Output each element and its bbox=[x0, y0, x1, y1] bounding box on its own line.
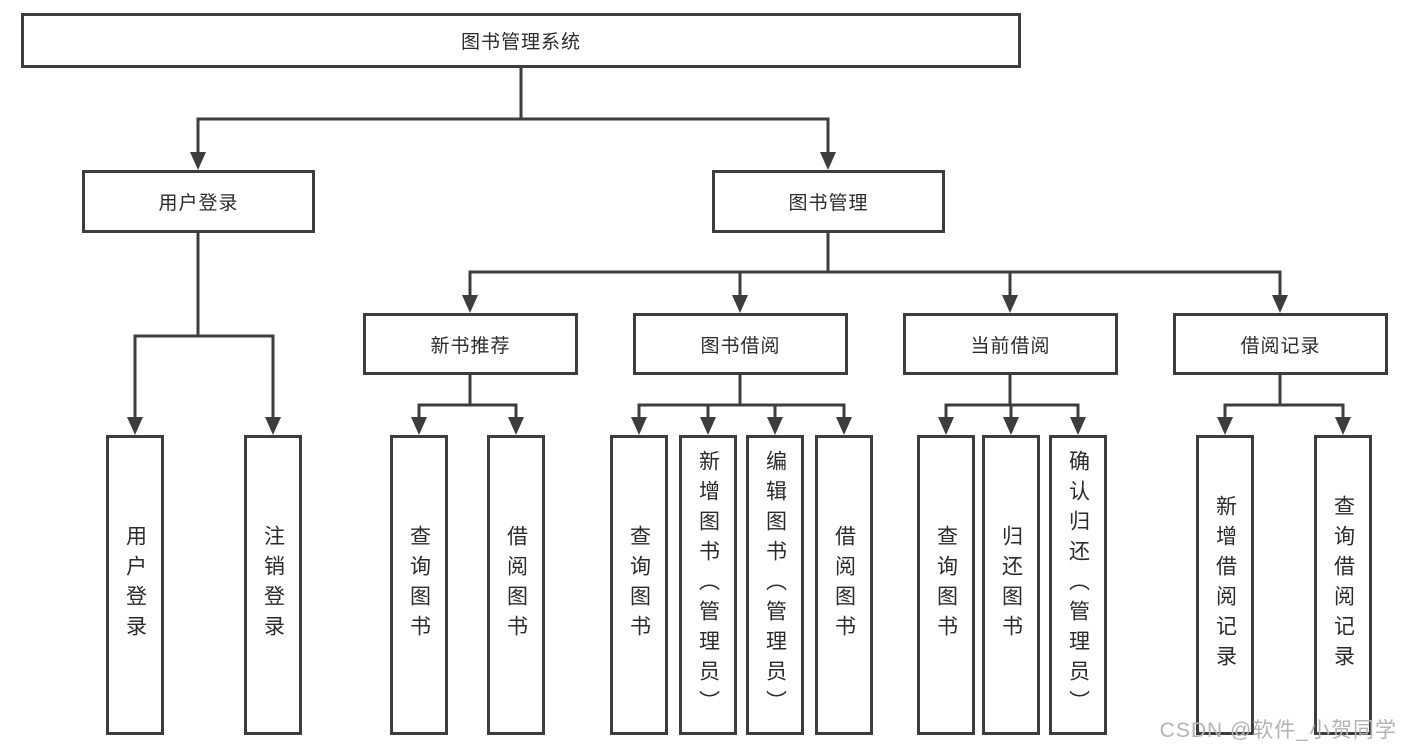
leaf-borrow-query-books-label: 查询图书 bbox=[627, 525, 651, 645]
leaf-borrow-borrow-books-label: 借阅图书 bbox=[832, 525, 856, 645]
leaf-current-confirm-return-label: 确认归还（管理员） bbox=[1066, 450, 1090, 720]
leaf-current-query-books-label: 查询图书 bbox=[934, 525, 958, 645]
node-user-login: 用户登录 bbox=[82, 170, 315, 233]
node-root-label: 图书管理系统 bbox=[460, 32, 581, 53]
leaf-current-return-books: 归还图书 bbox=[982, 435, 1040, 735]
node-borrow-records: 借阅记录 bbox=[1173, 313, 1388, 375]
leaf-current-query-books: 查询图书 bbox=[917, 435, 975, 735]
connector-book-management bbox=[468, 233, 1282, 299]
leaf-current-return-books-label: 归还图书 bbox=[999, 525, 1023, 645]
leaf-user-login: 用户登录 bbox=[106, 435, 164, 735]
node-borrow-records-label: 借阅记录 bbox=[1240, 335, 1321, 357]
connector-borrow-records bbox=[1223, 375, 1345, 421]
leaf-records-query-record: 查询借阅记录 bbox=[1314, 435, 1372, 735]
node-root: 图书管理系统 bbox=[21, 13, 1021, 68]
connector-new-book-recommend bbox=[417, 375, 518, 421]
leaf-records-add-record: 新增借阅记录 bbox=[1196, 435, 1254, 735]
connector-current-borrow bbox=[944, 375, 1080, 421]
node-book-borrow-label: 图书借阅 bbox=[700, 335, 781, 357]
leaf-logout: 注销登录 bbox=[244, 435, 302, 735]
leaf-borrow-add-books: 新增图书（管理员） bbox=[679, 435, 737, 735]
node-current-borrow-label: 当前借阅 bbox=[970, 335, 1051, 357]
connector-user-login bbox=[133, 233, 275, 421]
node-new-book-recommend-label: 新书推荐 bbox=[430, 335, 511, 357]
leaf-user-login-label: 用户登录 bbox=[123, 525, 147, 645]
leaf-logout-label: 注销登录 bbox=[261, 525, 285, 645]
leaf-recommend-borrow-books: 借阅图书 bbox=[487, 435, 545, 735]
leaf-current-confirm-return: 确认归还（管理员） bbox=[1049, 435, 1107, 735]
leaf-recommend-borrow-books-label: 借阅图书 bbox=[504, 525, 528, 645]
connector-root bbox=[196, 68, 830, 156]
node-book-management: 图书管理 bbox=[712, 170, 945, 233]
leaf-borrow-edit-books-label: 编辑图书（管理员） bbox=[763, 450, 787, 720]
leaf-borrow-add-books-label: 新增图书（管理员） bbox=[696, 450, 720, 720]
leaf-borrow-edit-books: 编辑图书（管理员） bbox=[746, 435, 804, 735]
leaf-borrow-query-books: 查询图书 bbox=[610, 435, 668, 735]
node-user-login-label: 用户登录 bbox=[158, 193, 239, 214]
leaf-borrow-borrow-books: 借阅图书 bbox=[815, 435, 873, 735]
watermark: CSDN @软件_小贺同学 bbox=[1159, 719, 1397, 742]
leaf-records-add-record-label: 新增借阅记录 bbox=[1213, 495, 1237, 675]
node-book-management-label: 图书管理 bbox=[788, 193, 869, 214]
leaf-recommend-query-books-label: 查询图书 bbox=[407, 525, 431, 645]
node-new-book-recommend: 新书推荐 bbox=[363, 313, 578, 375]
leaf-recommend-query-books: 查询图书 bbox=[390, 435, 448, 735]
node-book-borrow: 图书借阅 bbox=[633, 313, 848, 375]
leaf-records-query-record-label: 查询借阅记录 bbox=[1331, 495, 1355, 675]
node-current-borrow: 当前借阅 bbox=[903, 313, 1118, 375]
connector-book-borrow bbox=[637, 375, 846, 421]
